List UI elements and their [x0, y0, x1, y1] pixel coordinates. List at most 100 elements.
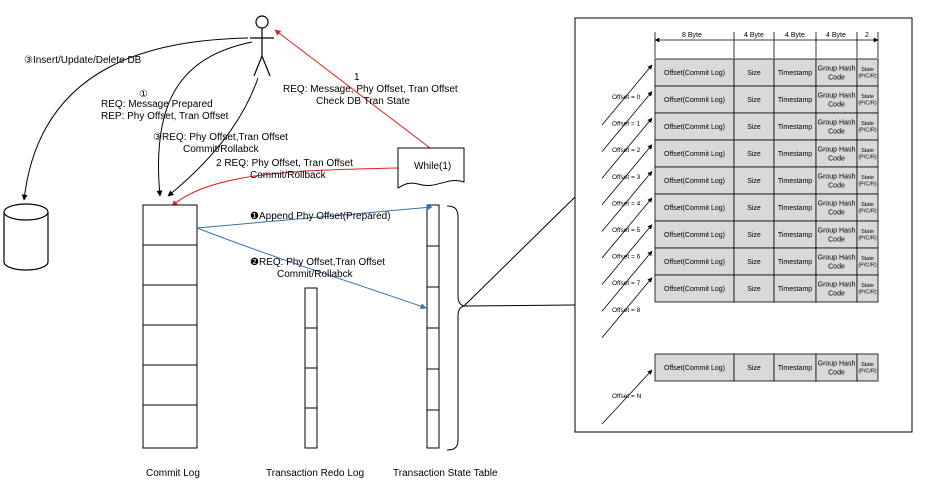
- table-cell-label: Size: [747, 70, 761, 77]
- commit-request-label-line2: Commit/Rollabck: [277, 269, 354, 280]
- check-state-arrow: [274, 29, 431, 149]
- offset-label: Offset = 6: [612, 254, 641, 261]
- offset-pointer-arrow: [601, 197, 653, 259]
- state-row: Offset(Commit Log) Size Timestamp Group Has…: [654, 274, 879, 303]
- table-cell: [733, 274, 775, 303]
- table-cell-label: Size: [747, 259, 761, 266]
- table-cell-label: Size: [747, 178, 761, 185]
- offset-pointer-arrow: [601, 64, 653, 126]
- append-label: ❶Append Phy Offset(Prepared): [250, 211, 391, 222]
- offset-pointer-arrow: [601, 171, 653, 232]
- db-write-arrow: [21, 37, 249, 201]
- commit2-label-line1: 2 REQ: Phy Offset, Tran Offset: [216, 158, 353, 169]
- table-cell-label: State(P/C/R): [858, 229, 877, 242]
- table-cell: [856, 353, 879, 382]
- table-cell: [815, 193, 858, 222]
- table-cell-label: Size: [747, 151, 761, 158]
- redo-log-column: [304, 287, 318, 449]
- table-cell-label: State(P/C/R): [858, 67, 877, 80]
- table-cell: [773, 193, 817, 222]
- prepare-step-number: ①: [139, 89, 148, 100]
- zoom-connector-bottom: [463, 304, 576, 307]
- table-cell: [815, 353, 858, 382]
- table-cell: [654, 247, 735, 276]
- table-cell-label: Offset(Commit Log): [664, 259, 725, 266]
- table-cell: [815, 85, 858, 114]
- offset-n-label: Offset = N: [612, 393, 642, 400]
- table-cell: [733, 112, 775, 141]
- table-cell-label: Size: [747, 365, 761, 372]
- offset-pointer-arrow: [601, 277, 653, 339]
- commit3-label-line2: Commit/Rollabck: [183, 144, 260, 155]
- commit-log-caption: Commit Log: [146, 468, 200, 479]
- table-cell-label: Timestamp: [778, 97, 812, 104]
- commit-request-arrow: [196, 227, 427, 310]
- table-cell-label: State(P/C/R): [858, 148, 877, 161]
- table-cell-label: State(P/C/R): [858, 283, 877, 296]
- while-loop-label: While(1): [414, 161, 451, 172]
- byte-size-3: 4 Byte: [826, 32, 846, 39]
- table-cell-label: Offset(Commit Log): [664, 232, 725, 239]
- table-cell: [773, 220, 817, 249]
- state-row: Offset(Commit Log) Size Timestamp Group Has…: [654, 247, 879, 276]
- table-cell-label: State(P/C/R): [858, 121, 877, 134]
- offset-pointer-arrow: [601, 224, 653, 285]
- table-cell-label: Timestamp: [778, 151, 812, 158]
- check-step-number: 1: [354, 72, 360, 83]
- table-cell-label: Size: [747, 232, 761, 239]
- table-cell: [654, 353, 735, 382]
- table-cell-label: Offset(Commit Log): [664, 70, 725, 77]
- state-table-column: [426, 204, 440, 449]
- table-cell: [654, 193, 735, 222]
- offset-pointer-arrow: [601, 91, 653, 152]
- table-cell-label: State(P/C/R): [858, 94, 877, 107]
- table-cell-label: Timestamp: [778, 286, 812, 293]
- table-cell: [773, 247, 817, 276]
- table-cell-label: Size: [747, 286, 761, 293]
- append-arrow: [196, 204, 433, 229]
- offset-pointer-arrow: [601, 250, 653, 312]
- byte-size-1: 4 Byte: [744, 32, 764, 39]
- byte-header: [654, 32, 879, 58]
- table-cell: [856, 274, 879, 303]
- offset-label: Offset = 7: [612, 280, 641, 287]
- commit-request-label-line1: ❷REQ: Phy Offset,Tran Offset: [250, 257, 385, 268]
- byte-size-0: 8 Byte: [682, 32, 702, 39]
- table-cell-label: Size: [747, 205, 761, 212]
- table-cell-label: Offset(Commit Log): [664, 286, 725, 293]
- redo-log-caption: Transaction Redo Log: [266, 468, 364, 479]
- table-cell-label: Size: [747, 124, 761, 131]
- table-cell: [773, 353, 817, 382]
- table-cell-label: Timestamp: [778, 365, 812, 372]
- db-write-label: ③Insert/Update/Delete DB: [24, 55, 142, 66]
- table-cell-label: Size: [747, 97, 761, 104]
- table-cell: [773, 166, 817, 195]
- commit3-label-line1: ③REQ: Phy Offset,Tran Offset: [153, 132, 288, 143]
- table-cell-label: State(P/C/R): [858, 175, 877, 188]
- table-cell: [815, 220, 858, 249]
- table-cell-label: Offset(Commit Log): [664, 97, 725, 104]
- table-cell-label: Timestamp: [778, 259, 812, 266]
- table-cell: [815, 274, 858, 303]
- table-cell: [733, 220, 775, 249]
- table-cell-label: Timestamp: [778, 124, 812, 131]
- table-cell: [733, 353, 775, 382]
- state-table-bracket: [446, 205, 465, 451]
- byte-size-4: 2: [865, 32, 869, 39]
